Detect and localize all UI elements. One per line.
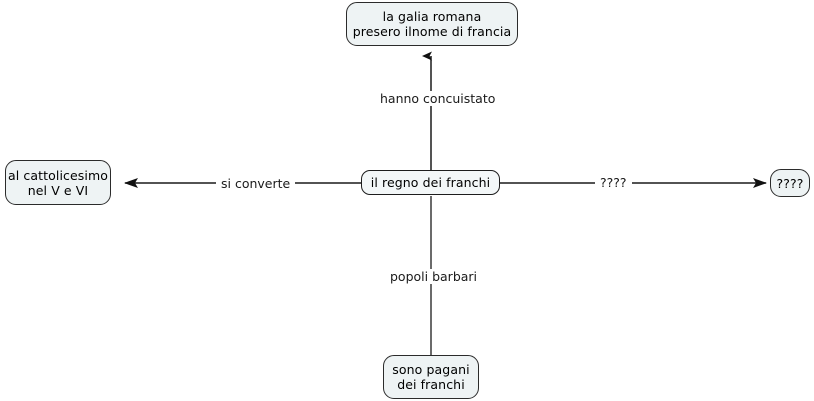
node-label: al cattolicesimo nel V e VI xyxy=(7,167,108,198)
node-cattolicesimo[interactable]: al cattolicesimo nel V e VI xyxy=(5,160,111,205)
edge-label-popoli-barbari: popoli barbari xyxy=(385,269,483,284)
node-label: il regno dei franchi xyxy=(370,175,491,190)
node-label: ???? xyxy=(776,175,804,191)
edge-label-unknown: ???? xyxy=(595,175,632,190)
node-label: sono pagani dei franchi xyxy=(392,362,470,392)
node-sono-pagani[interactable]: sono pagani dei franchi xyxy=(383,355,479,399)
node-regno-dei-franchi[interactable]: il regno dei franchi xyxy=(361,170,500,195)
edge-label-hanno-concuistato: hanno concuistato xyxy=(375,91,501,106)
node-unknown-right[interactable]: ???? xyxy=(770,169,810,197)
node-galia-romana[interactable]: la galia romana presero ilnome di franci… xyxy=(346,2,518,46)
edge-label-si-converte: si converte xyxy=(216,176,296,191)
node-label: la galia romana presero ilnome di franci… xyxy=(352,9,512,39)
